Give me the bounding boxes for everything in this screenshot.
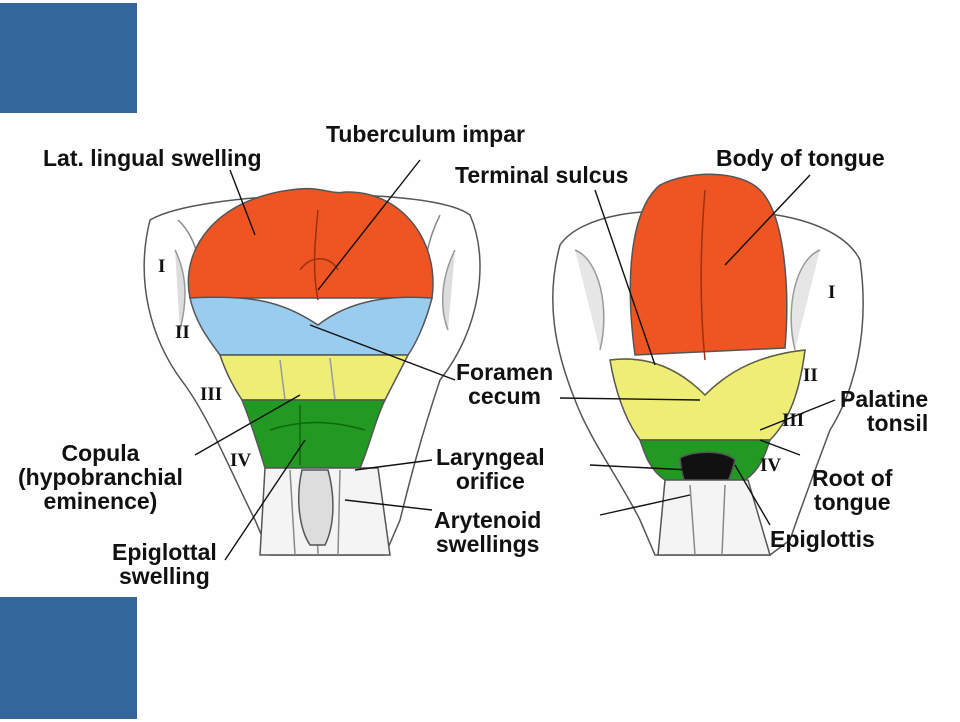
slide-accent-block-top bbox=[0, 3, 137, 113]
left-arch-numeral-2: II bbox=[175, 322, 190, 343]
slide-accent-block-bottom bbox=[0, 597, 137, 719]
leader-laryngeal-right bbox=[589, 464, 691, 471]
leader-palatine-tonsil bbox=[759, 399, 836, 431]
label-foramen-cecum: Foramen cecum bbox=[456, 359, 554, 409]
right-embryo-diagram bbox=[552, 173, 864, 556]
leader-laryngeal-left bbox=[354, 459, 433, 471]
right-body-of-tongue bbox=[629, 173, 788, 356]
leader-body-of-tongue bbox=[724, 174, 811, 266]
right-arch-numeral-4: IV bbox=[760, 455, 782, 476]
label-epiglottis: Epiglottis bbox=[770, 526, 875, 552]
right-arch-numeral-3: III bbox=[782, 410, 805, 431]
label-palatine-tonsil: Palatine tonsil bbox=[840, 386, 929, 436]
label-body-of-tongue: Body of tongue bbox=[716, 145, 885, 171]
leader-arytenoid-right bbox=[599, 494, 691, 516]
leader-copula bbox=[194, 394, 301, 456]
leader-lat-lingual bbox=[229, 169, 256, 236]
label-arytenoid-swellings: Arytenoid swellings bbox=[434, 507, 542, 557]
label-laryngeal-orifice: Laryngeal orifice bbox=[436, 444, 545, 494]
leader-root-of-tongue bbox=[759, 439, 801, 456]
label-epiglottal-swelling: Epiglottal swelling bbox=[112, 539, 217, 589]
label-terminal-sulcus: Terminal sulcus bbox=[455, 162, 629, 188]
label-lat-lingual-swelling: Lat. lingual swelling bbox=[43, 145, 262, 171]
leader-epiglottis bbox=[734, 464, 771, 526]
right-arch-numeral-2: II bbox=[803, 365, 818, 386]
label-root-of-tongue: Root of tongue bbox=[812, 465, 893, 515]
leader-terminal-sulcus bbox=[594, 189, 656, 366]
leader-foramen-right bbox=[559, 397, 701, 401]
left-arch4-region bbox=[240, 399, 387, 469]
left-arch3-region bbox=[218, 354, 410, 401]
label-tuberculum-impar: Tuberculum impar bbox=[326, 121, 525, 147]
left-arch-numeral-3: III bbox=[200, 384, 223, 405]
label-copula: Copula (hypobranchial eminence) bbox=[18, 440, 183, 514]
left-arch-numeral-1: I bbox=[158, 256, 166, 277]
leader-tuberculum bbox=[317, 159, 421, 291]
leader-epiglottal bbox=[224, 439, 306, 561]
leader-foramen-left bbox=[309, 324, 456, 381]
left-arch-numeral-4: IV bbox=[230, 450, 252, 471]
leader-arytenoid-left bbox=[344, 499, 433, 511]
left-lateral-lingual-swellings bbox=[187, 187, 434, 299]
right-arch-numeral-1: I bbox=[828, 282, 836, 303]
leader-lines bbox=[194, 159, 836, 561]
left-embryo-diagram bbox=[143, 187, 481, 556]
